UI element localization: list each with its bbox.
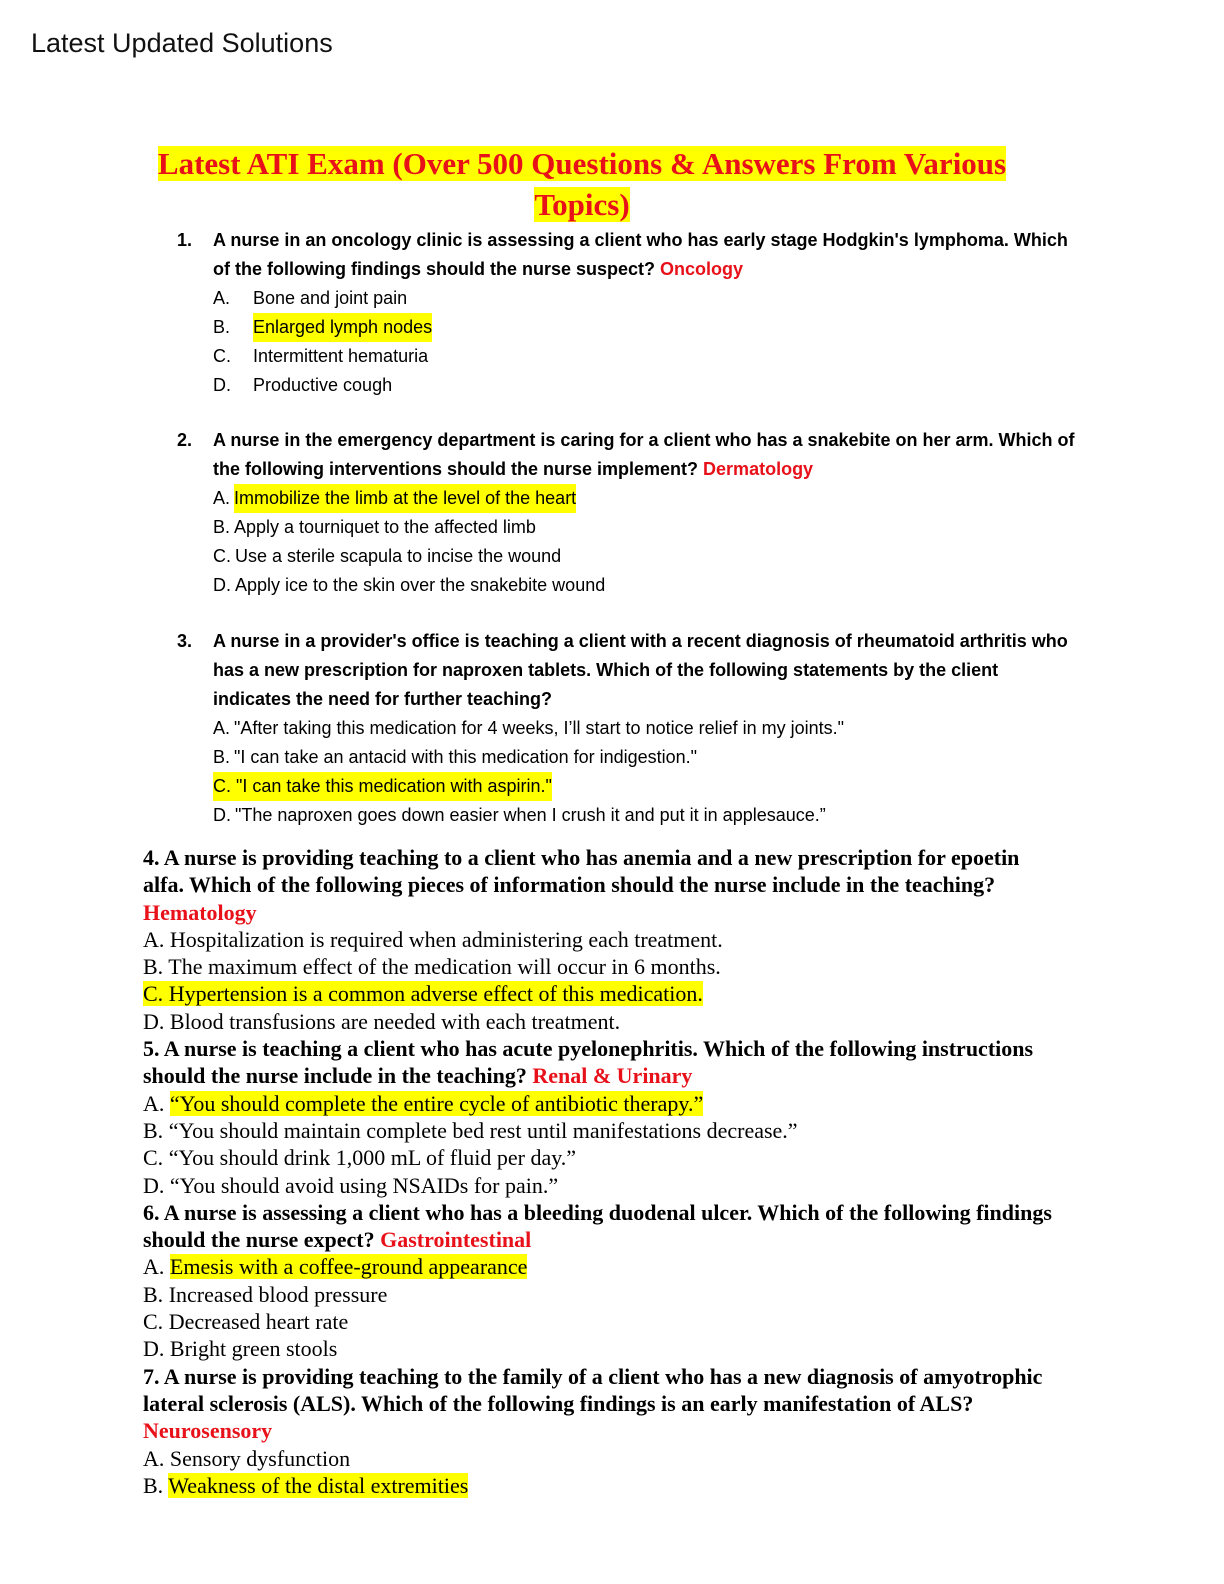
option-c: C.Use a sterile scapula to incise the wo… xyxy=(213,542,1077,571)
option-c: C. Decreased heart rate xyxy=(143,1309,349,1335)
option-a: A."After taking this medication for 4 we… xyxy=(213,714,1077,743)
question-stem: 7. A nurse is providing teaching to the … xyxy=(143,1363,1063,1445)
option-c: C. “You should drink 1,000 mL of fluid p… xyxy=(143,1145,577,1171)
option-d: D. Bright green stools xyxy=(143,1336,338,1362)
topic-label: Renal & Urinary xyxy=(532,1063,693,1089)
option-text: Bone and joint pain xyxy=(253,288,408,308)
question-number: 7. xyxy=(143,1363,160,1389)
option-a: A. Sensory dysfunction xyxy=(143,1445,351,1471)
title-line-2: Topics) xyxy=(534,187,630,222)
option-b: B. The maximum effect of the medication … xyxy=(143,954,721,980)
correct-answer-text: Enlarged lymph nodes xyxy=(253,313,433,342)
option-b: B.Apply a tourniquet to the affected lim… xyxy=(213,513,1077,542)
question-stem: 4. A nurse is providing teaching to a cl… xyxy=(143,844,1063,926)
topic-label: Hematology xyxy=(143,899,257,925)
option-list: A.Bone and joint pain B.Enlarged lymph n… xyxy=(177,284,1077,400)
option-text: Sensory dysfunction xyxy=(169,1445,351,1471)
correct-answer-text: C. Hypertension is a common adverse effe… xyxy=(143,981,703,1007)
option-a: A.Immobilize the limb at the level of th… xyxy=(213,484,1077,513)
question-2: 2. A nurse in the emergency department i… xyxy=(177,426,1077,600)
option-text: “You should drink 1,000 mL of fluid per … xyxy=(168,1145,577,1171)
topic-label: Dermatology xyxy=(703,459,814,479)
option-text: Decreased heart rate xyxy=(168,1309,349,1335)
option-a: A. Hospitalization is required when admi… xyxy=(143,926,723,952)
option-text: “You should avoid using NSAIDs for pain.… xyxy=(169,1172,559,1198)
option-text: Blood transfusions are needed with each … xyxy=(169,1008,621,1034)
option-d: D.Productive cough xyxy=(213,371,1077,400)
question-3: 3. A nurse in a provider's office is tea… xyxy=(177,627,1077,830)
option-text: Increased blood pressure xyxy=(168,1281,388,1307)
option-b: B. Weakness of the distal extremities xyxy=(143,1472,469,1498)
question-text: A nurse in the emergency department is c… xyxy=(213,430,1075,479)
option-text: "I can take an antacid with this medicat… xyxy=(234,747,698,767)
option-text: Hospitalization is required when adminis… xyxy=(169,926,723,952)
correct-answer-text: Emesis with a coffee-ground appearance xyxy=(169,1254,528,1280)
option-b: B. “You should maintain complete bed res… xyxy=(143,1117,798,1143)
option-d: D.Apply ice to the skin over the snakebi… xyxy=(213,571,1077,600)
question-number: 4. xyxy=(143,845,160,870)
correct-answer-text: C. "I can take this medication with aspi… xyxy=(213,772,552,801)
option-text: “You should maintain complete bed rest u… xyxy=(168,1117,798,1143)
question-6: 6. A nurse is assessing a client who has… xyxy=(143,1199,1063,1363)
option-b: B."I can take an antacid with this medic… xyxy=(213,743,1077,772)
topic-label: Neurosensory xyxy=(143,1418,273,1444)
option-d: D."The naproxen goes down easier when I … xyxy=(213,801,1077,830)
question-text: A nurse in an oncology clinic is assessi… xyxy=(213,230,1068,279)
question-5: 5. A nurse is teaching a client who has … xyxy=(143,1035,1063,1199)
option-list: A.Immobilize the limb at the level of th… xyxy=(177,484,1077,600)
question-stem: 1. A nurse in an oncology clinic is asse… xyxy=(177,226,1077,284)
option-d: D. “You should avoid using NSAIDs for pa… xyxy=(143,1172,559,1198)
question-4: 4. A nurse is providing teaching to a cl… xyxy=(143,844,1063,1035)
title-line-1: Latest ATI Exam (Over 500 Questions & An… xyxy=(157,146,1007,181)
option-text: Intermittent hematuria xyxy=(253,346,429,366)
option-list: A."After taking this medication for 4 we… xyxy=(177,714,1077,830)
question-text: A nurse is assessing a client who has a … xyxy=(143,1199,1052,1253)
option-a: A.Bone and joint pain xyxy=(213,284,1077,313)
option-text: "After taking this medication for 4 week… xyxy=(234,718,845,738)
topic-label: Oncology xyxy=(660,259,744,279)
question-number: 2. xyxy=(177,430,193,450)
question-stem: 6. A nurse is assessing a client who has… xyxy=(143,1199,1063,1254)
correct-answer-text: Weakness of the distal extremities xyxy=(168,1472,469,1498)
question-text: A nurse is providing teaching to the fam… xyxy=(143,1363,1043,1416)
document-title: Latest ATI Exam (Over 500 Questions & An… xyxy=(120,143,1044,225)
option-text: Bright green stools xyxy=(169,1336,338,1362)
header-watermark: Latest Updated Solutions xyxy=(31,28,333,58)
question-stem: 5. A nurse is teaching a client who has … xyxy=(143,1035,1063,1090)
question-1: 1. A nurse in an oncology clinic is asse… xyxy=(177,226,1077,400)
option-c: C. "I can take this medication with aspi… xyxy=(213,772,1077,801)
option-b: B. Increased blood pressure xyxy=(143,1281,388,1307)
option-a: A. “You should complete the entire cycle… xyxy=(143,1090,704,1116)
topic-label: Gastrointestinal xyxy=(380,1227,532,1253)
option-text: "The naproxen goes down easier when I cr… xyxy=(235,805,826,825)
correct-answer-text: Immobilize the limb at the level of the … xyxy=(234,484,577,513)
option-text: Apply a tourniquet to the affected limb xyxy=(234,517,536,537)
option-d: D. Blood transfusions are needed with ea… xyxy=(143,1008,621,1034)
question-7: 7. A nurse is providing teaching to the … xyxy=(143,1363,1063,1499)
option-text: Productive cough xyxy=(253,375,393,395)
question-number: 1. xyxy=(177,230,193,250)
option-text: The maximum effect of the medication wil… xyxy=(168,954,721,980)
question-text: A nurse is providing teaching to a clien… xyxy=(143,845,1020,898)
question-text: A nurse is teaching a client who has acu… xyxy=(143,1036,1034,1089)
option-text: Use a sterile scapula to incise the woun… xyxy=(235,546,562,566)
option-c: C. Hypertension is a common adverse effe… xyxy=(143,980,1063,1007)
question-number: 6. xyxy=(143,1199,160,1225)
question-number: 3. xyxy=(177,631,193,651)
option-c: C.Intermittent hematuria xyxy=(213,342,1077,371)
correct-answer-text: “You should complete the entire cycle of… xyxy=(169,1090,704,1116)
serif-question-block: 4. A nurse is providing teaching to a cl… xyxy=(143,844,1063,1499)
option-b: B.Enlarged lymph nodes xyxy=(213,313,1077,342)
question-number: 5. xyxy=(143,1036,160,1062)
option-text: Apply ice to the skin over the snakebite… xyxy=(235,575,606,595)
question-stem: 3. A nurse in a provider's office is tea… xyxy=(177,627,1077,714)
question-text: A nurse in a provider's office is teachi… xyxy=(213,631,1068,709)
question-stem: 2. A nurse in the emergency department i… xyxy=(177,426,1077,484)
option-a: A. Emesis with a coffee-ground appearanc… xyxy=(143,1254,528,1280)
